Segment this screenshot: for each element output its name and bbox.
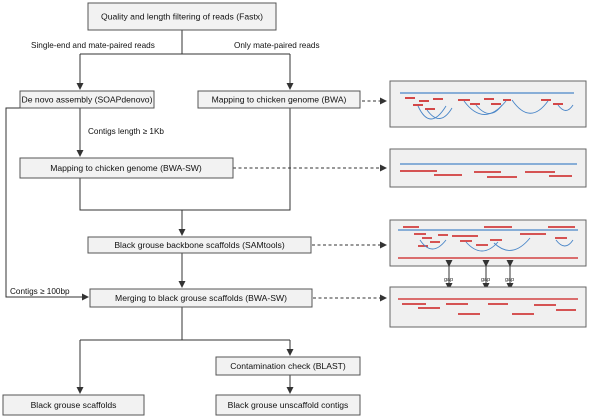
dashed-arrows <box>233 97 387 302</box>
node-merging: Merging to black grouse scaffolds (BWA-S… <box>89 288 313 308</box>
label-contigs-100bp: Contigs ≥ 100bp <box>10 287 70 296</box>
node-backbone-scaffolds: Black grouse backbone scaffolds (SAMtool… <box>87 236 312 254</box>
edge-bwasw-to-join <box>79 108 291 211</box>
node-contamination-check-label: Contamination check (BLAST) <box>230 361 346 371</box>
panel-3-contigs <box>398 226 578 259</box>
gap-label-2: gap <box>481 277 490 283</box>
panel-1-link <box>557 104 574 111</box>
panel-2-contigs <box>400 170 572 178</box>
node-mapping-bwa-sw-label: Mapping to chicken genome (BWA-SW) <box>50 163 202 173</box>
panel-1-link <box>511 99 549 114</box>
node-mapping-bwa-sw: Mapping to chicken genome (BWA-SW) <box>19 157 234 179</box>
panel-1-link <box>417 105 447 120</box>
panel-4-contigs <box>398 298 578 315</box>
node-quality-filtering: Quality and length filtering of reads (F… <box>87 2 277 31</box>
panel-3-links <box>419 237 574 252</box>
node-de-novo-assembly: De novo assembly (SOAPdenovo) <box>19 90 155 109</box>
gap-label-1: gap <box>444 277 453 283</box>
label-single-mate: Single-end and mate-paired reads <box>31 41 155 50</box>
panel-contig-mapping <box>389 148 587 188</box>
node-mapping-bwa-label: Mapping to chicken genome (BWA) <box>212 95 347 105</box>
gap-label-3: gap <box>505 277 514 283</box>
edge-contigs-100bp <box>5 107 89 301</box>
panel-1-link <box>426 107 453 119</box>
panel-3-link <box>555 239 574 247</box>
label-contigs-1kb: Contigs length ≥ 1Kb <box>88 127 164 136</box>
node-scaffolds: Black grouse scaffolds <box>2 394 145 416</box>
panel-merged-scaffold <box>389 286 587 328</box>
node-merging-label: Merging to black grouse scaffolds (BWA-S… <box>115 293 287 303</box>
panel-3-link <box>493 237 531 251</box>
node-quality-filtering-label: Quality and length filtering of reads (F… <box>101 12 263 22</box>
node-mapping-bwa: Mapping to chicken genome (BWA) <box>197 90 361 109</box>
node-backbone-scaffolds-label: Black grouse backbone scaffolds (SAMtool… <box>114 240 285 250</box>
panel-4-frame <box>389 286 587 328</box>
node-scaffolds-label: Black grouse scaffolds <box>31 400 117 410</box>
panel-1-links <box>417 99 574 120</box>
panel-1-link <box>463 100 507 115</box>
panel-1-link <box>475 104 503 114</box>
node-unscaffold-contigs: Black grouse unscaffold contigs <box>215 394 361 416</box>
panel-3-link <box>419 239 447 250</box>
panel-backbone-scaffold <box>389 219 587 267</box>
node-de-novo-assembly-label: De novo assembly (SOAPdenovo) <box>22 95 153 105</box>
edges <box>5 30 294 394</box>
label-only-mate: Only mate-paired reads <box>234 41 320 50</box>
node-contamination-check: Contamination check (BLAST) <box>215 356 361 376</box>
panel-mate-pair-mapping <box>389 80 587 128</box>
node-unscaffold-contigs-label: Black grouse unscaffold contigs <box>228 400 349 410</box>
gap-arrows: gap gap gap <box>444 260 514 290</box>
panel-1-contigs <box>405 97 563 110</box>
panel-2-frame <box>389 148 587 188</box>
